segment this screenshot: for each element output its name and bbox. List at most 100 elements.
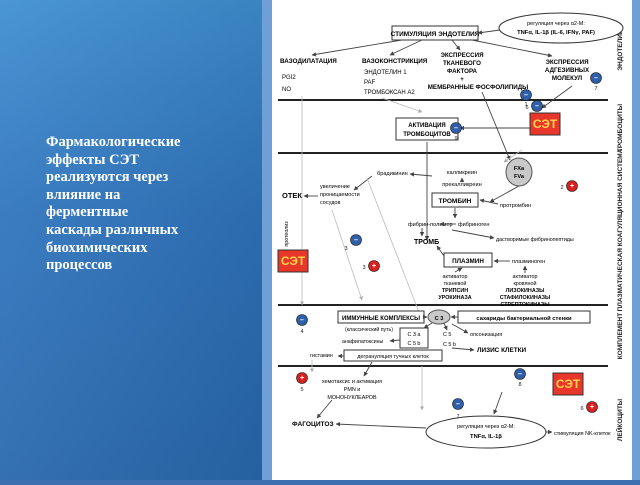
marker-sign: + bbox=[570, 183, 574, 190]
adhesion-line1: ЭКСПРЕССИЯ bbox=[545, 59, 589, 66]
marker-number: 3 bbox=[344, 246, 347, 252]
slide-main-text: Фармакологические эффекты СЭТ реализуютс… bbox=[46, 134, 181, 274]
no-label: NO bbox=[282, 87, 291, 93]
tissue-activator-line2: тканевой bbox=[444, 280, 467, 287]
tissue-factor-line4: + bbox=[460, 76, 464, 83]
marker-number: 4 bbox=[300, 329, 303, 335]
gray-arrow-set-fxa bbox=[503, 149, 523, 163]
chemotaxis-line2: PMN и bbox=[344, 387, 361, 393]
section-label-platelets: ТРОМБОЦИТЫ bbox=[617, 104, 624, 152]
arrow-to-vasodilation bbox=[311, 39, 403, 57]
pgi-label: PGI2 bbox=[282, 75, 296, 81]
plasminogen-label: плазминоген bbox=[512, 259, 545, 265]
platelet-activation-line1: АКТИВАЦИЯ bbox=[408, 123, 446, 129]
arrow-degranulation-chemotaxis bbox=[363, 361, 373, 377]
marker-sign: – bbox=[524, 92, 528, 99]
nk-label: стимуляция NK-клеток bbox=[554, 431, 611, 437]
regulation-top-line2: TNFα, IL-1β (IL-6, IFNγ, PAF) bbox=[517, 30, 595, 36]
activation-marker bbox=[296, 372, 308, 384]
arrow-to-soluble-peptides bbox=[451, 229, 495, 240]
arrow-kallikrein-bradykinin bbox=[409, 172, 433, 177]
activation-marker bbox=[368, 260, 380, 272]
set-box-leukocytes-bg bbox=[552, 372, 584, 396]
fxa-line1: FXa bbox=[514, 166, 525, 172]
paf-label: PAF bbox=[364, 80, 376, 86]
permeability-line2: проницаемости bbox=[320, 192, 360, 198]
blood-activator-line2: кровяной bbox=[513, 280, 536, 287]
set-label-leukocytes: СЭТ bbox=[556, 377, 581, 391]
tissue-factor-line5: МЕМБРАННЫЕ ФОСФОЛИПИДЫ bbox=[428, 84, 528, 91]
classic-path-label: (классический путь) bbox=[345, 326, 393, 333]
complement-arrows bbox=[389, 314, 475, 352]
marker-sign: – bbox=[300, 317, 304, 324]
leukocyte-gray-arrows bbox=[310, 360, 424, 411]
degranulation-box bbox=[343, 349, 443, 362]
diagram: ЭНДОТЕЛИЙ ТРОМБОЦИТЫ ПЛАЗМАТИЧЕСКАЯ КОАГ… bbox=[272, 0, 632, 480]
marker-number: 1 bbox=[524, 102, 527, 108]
section-label-coagulation: ПЛАЗМАТИЧЕСКАЯ КОАГУЛЯЦИОННАЯ СИСТЕМА bbox=[617, 148, 624, 311]
set-box-leukocytes: СЭТ bbox=[552, 372, 584, 396]
arrow-prothrombin-thrombin bbox=[479, 198, 499, 205]
arrow-plasmin-thromb bbox=[436, 245, 445, 257]
phagocytosis-label: ФАГОЦИТОЗ bbox=[292, 421, 334, 428]
c3-label: C 3 bbox=[435, 316, 444, 322]
arrow-set-regulation bbox=[493, 391, 503, 415]
fibrin-polymer-label: фибрин-полимер bbox=[408, 222, 453, 228]
tissue-activator-line1: активатор bbox=[443, 274, 468, 280]
marker-number: 7 bbox=[594, 86, 597, 92]
marker-sign: + bbox=[300, 375, 304, 382]
chemotaxis-line1: хемотаксис и активация bbox=[322, 379, 382, 385]
marker-sign: – bbox=[454, 125, 458, 132]
inhibition-marker bbox=[520, 89, 532, 101]
stimulation-label: СТИМУЛЯЦИЯ ЭНДОТЕЛИЯ bbox=[391, 31, 480, 38]
arrow-c3-c3a bbox=[423, 322, 433, 329]
gray-arrow-bradykinin-down bbox=[366, 177, 423, 321]
tissue-activator-line3: ТРИПСИН bbox=[442, 288, 468, 294]
section-label-leukocytes: ЛЕЙКОЦИТЫ bbox=[615, 399, 624, 441]
inhibition-marker bbox=[590, 72, 602, 84]
left-panel bbox=[0, 0, 262, 480]
marker-sign: + bbox=[372, 263, 376, 270]
set-label-coagulation: СЭТ bbox=[281, 254, 306, 268]
kallikrein-label: калликреин bbox=[447, 170, 477, 176]
lysis-label: ЛИЗИС КЛЕТКИ bbox=[477, 347, 527, 354]
diagram-svg: ЭНДОТЕЛИЙ ТРОМБОЦИТЫ ПЛАЗМАТИЧЕСКАЯ КОАГ… bbox=[277, 12, 624, 449]
arrow-c5b-lysis bbox=[451, 347, 475, 352]
effect-markers: –1+2–3+3–4+5–6+6–7–7–8–9 bbox=[296, 72, 602, 420]
marker-number: 9 bbox=[454, 136, 457, 142]
arrow-to-vasoconstriction bbox=[389, 39, 423, 56]
thrombin-box bbox=[431, 192, 479, 208]
tissue-factor-line1: ЭКСПРЕССИЯ bbox=[440, 52, 484, 59]
arrow-to-adhesion bbox=[471, 39, 553, 58]
set-box-coagulation-bg bbox=[277, 249, 309, 273]
section-label-endothelium: ЭНДОТЕЛИЙ bbox=[615, 29, 624, 71]
blood-activator-line1: активатор bbox=[513, 274, 538, 280]
chemotaxis-line3: МОНОНУКЛЕАРОВ bbox=[327, 395, 377, 401]
coagulation-arrows bbox=[303, 172, 528, 273]
histamine-label: гистамин bbox=[310, 353, 333, 359]
vasodilation-label: ВАЗОДИЛАТАЦИЯ bbox=[280, 58, 337, 65]
marker-sign: – bbox=[456, 401, 460, 408]
coagulation-gray-arrows bbox=[331, 149, 523, 321]
c3a-line1: C 3 a bbox=[408, 332, 421, 338]
edema-label: ОТЕК bbox=[282, 191, 302, 200]
blood-activator-line5: СТРЕПТОКИНАЗЫ bbox=[500, 302, 549, 308]
inhibition-marker bbox=[296, 314, 308, 326]
bradykinin-label: брадикинин bbox=[377, 171, 408, 177]
inhibition-marker bbox=[514, 368, 526, 380]
arrow-c3-opsonization bbox=[451, 323, 469, 334]
soluble-peptides-label: дастворимые фибринопептиды bbox=[496, 237, 574, 243]
arrow-tissue-factor-to-fxa bbox=[481, 91, 511, 161]
regulation-bottom-ellipse bbox=[425, 415, 547, 449]
regulation-bottom-line2: TNFα, IL-1β bbox=[470, 434, 502, 440]
fibrinogen-label: фибриноген bbox=[458, 222, 489, 228]
prekallikrein-label: прекалликреин bbox=[442, 182, 481, 188]
inhibition-marker bbox=[452, 398, 464, 410]
marker-sign: – bbox=[594, 75, 598, 82]
anaphylatoxins-label: анафилатоксины bbox=[342, 339, 383, 345]
degranulation-label: дегрануляция тучных клеток bbox=[357, 354, 429, 360]
marker-sign: – bbox=[518, 371, 522, 378]
plasmin-label: ПЛАЗМИН bbox=[452, 258, 484, 265]
marker-sign: – bbox=[535, 103, 539, 110]
prothrombin-label: протромбин bbox=[500, 203, 531, 209]
